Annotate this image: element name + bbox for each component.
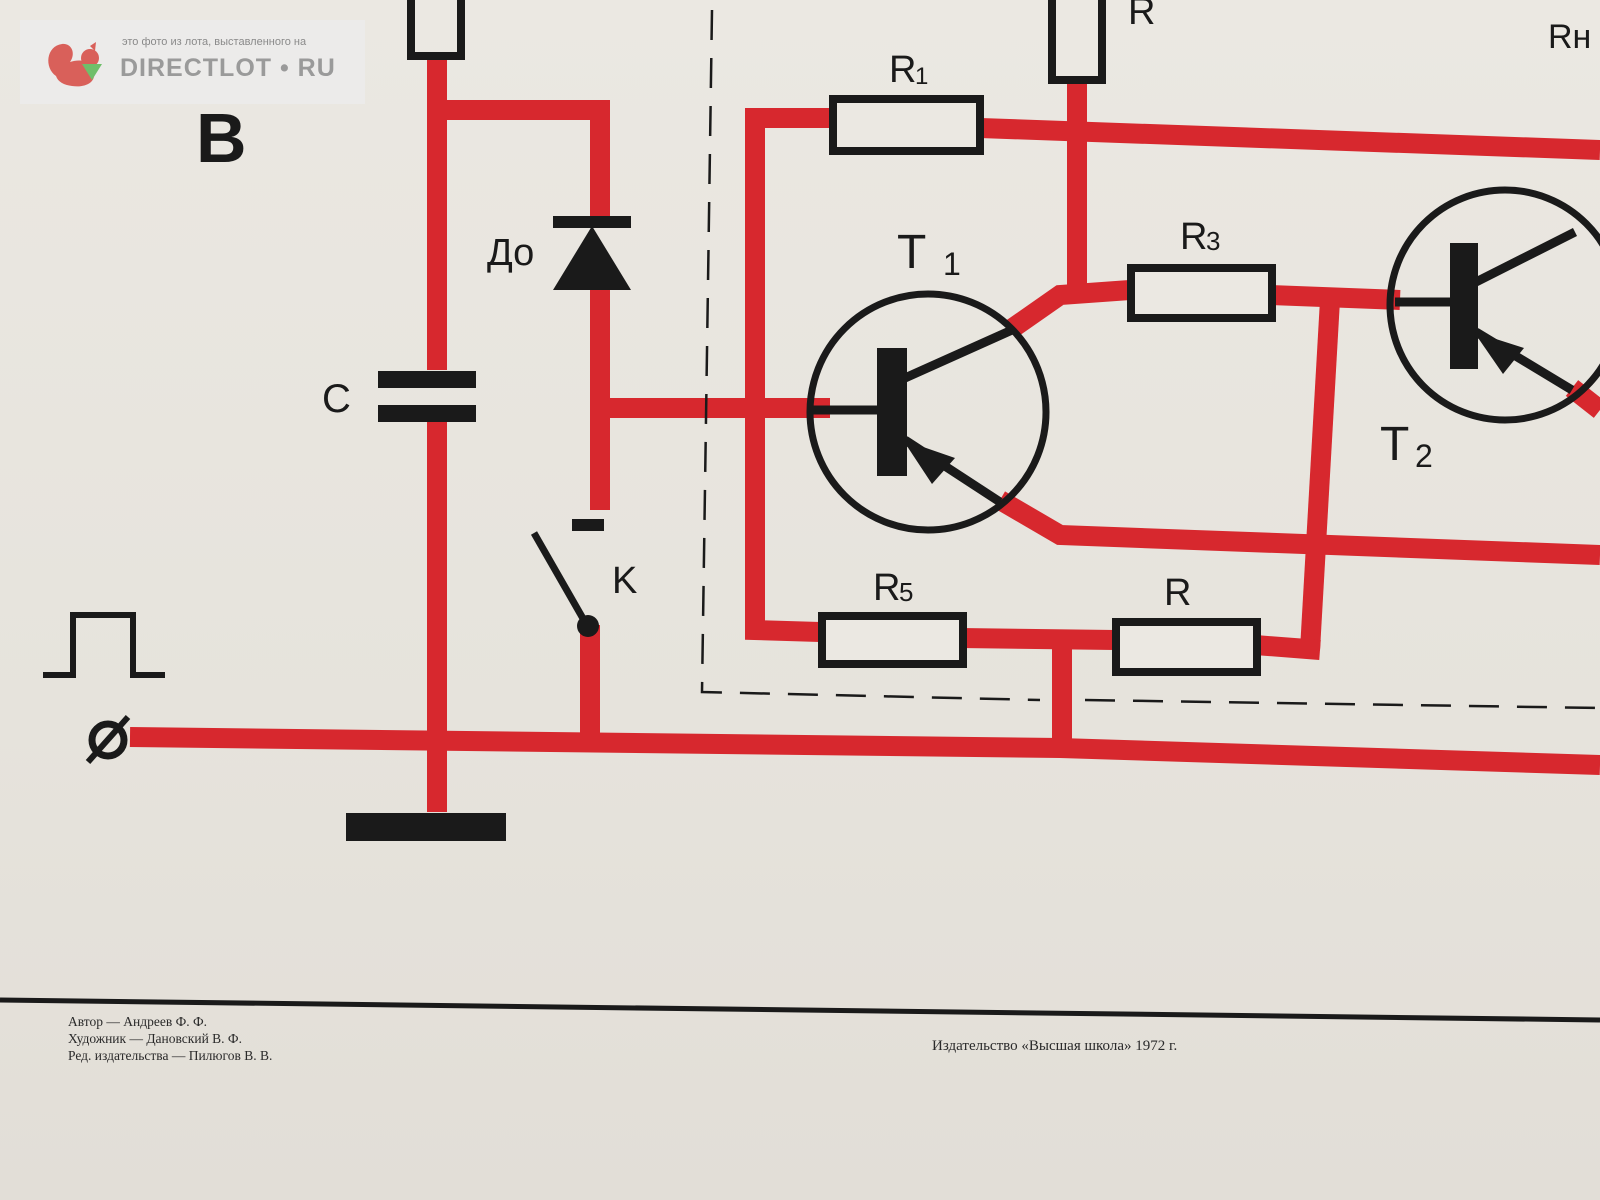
label-t1-main: T (897, 226, 926, 279)
label-t1: T 1 (897, 226, 961, 282)
wire-bottom-rail (129, 727, 1600, 775)
wires (129, 55, 1600, 812)
wire-r-right (1254, 635, 1321, 660)
label-t2-sub: 2 (1415, 438, 1433, 474)
wire-r3-t2 (1269, 285, 1401, 310)
watermark-caption: это фото из лота, выставленного на (122, 36, 307, 48)
pulse-icon (43, 612, 165, 678)
label-capacitor: C (322, 377, 351, 421)
label-r3-main: R (1180, 216, 1207, 258)
label-r-top: R (1128, 0, 1155, 33)
label-r1-sub: 1 (915, 63, 928, 90)
input-terminal-icon (85, 715, 131, 764)
wire-mid-vertical (1300, 299, 1340, 651)
resistor-r1 (829, 95, 984, 155)
resistor-r-top (1048, 0, 1106, 84)
label-t1-sub: 1 (943, 246, 961, 282)
wire-t1-emitter (994, 491, 1600, 565)
label-r5-main: R (873, 567, 900, 609)
squirrel-logo-icon (48, 42, 102, 87)
dashed-boundary (700, 9, 1600, 710)
resistor-r5 (818, 612, 967, 668)
transistor-t1 (806, 290, 1050, 534)
capacitor-symbol (378, 371, 476, 422)
label-r-bottom: R (1164, 572, 1191, 614)
watermark-brand: DIRECTLOT • RU (120, 54, 336, 82)
label-t2-main: T (1380, 418, 1409, 471)
t1-emitter-arrow (903, 440, 955, 484)
label-r3-sub: 3 (1206, 226, 1220, 256)
wire-left-loop (745, 108, 830, 642)
switch-symbol (530, 519, 604, 637)
credits-block: Автор — Андреев Ф. Ф. Художник — Дановск… (68, 1013, 272, 1064)
credit-author: Автор — Андреев Ф. Ф. (68, 1014, 208, 1029)
label-diode: До (487, 232, 534, 274)
label-rn: Rн (1548, 18, 1591, 56)
publisher-line: Издательство «Высшая школа» 1972 г. (932, 1038, 1178, 1054)
label-r3: R 3 (1180, 216, 1220, 258)
footer-rule (0, 997, 1600, 1023)
resistor-top-left (407, 0, 465, 60)
label-switch: K (612, 560, 637, 602)
credit-editor: Ред. издательства — Пилюгов В. В. (68, 1048, 273, 1063)
label-r1: R 1 (889, 49, 928, 91)
label-r1-main: R (889, 49, 916, 91)
wire-r5-r (959, 628, 1116, 650)
credit-artist: Художник — Дановский В. Ф. (68, 1031, 242, 1046)
section-letter: B (196, 99, 247, 177)
t2-emitter-arrow (1474, 332, 1524, 374)
label-t2: T 2 (1380, 418, 1433, 474)
diode-symbol (553, 216, 631, 290)
wire-t1-collector (1004, 280, 1131, 339)
resistor-r-bottom (1112, 618, 1261, 676)
label-r5-sub: 5 (899, 577, 913, 607)
directlot-watermark: это фото из лота, выставленного на DIREC… (20, 20, 365, 104)
transistor-t2 (1386, 186, 1600, 424)
label-r5: R 5 (873, 567, 913, 609)
resistor-r3 (1127, 264, 1276, 322)
ground-plate (346, 813, 506, 841)
wire-to-diode (437, 100, 610, 220)
